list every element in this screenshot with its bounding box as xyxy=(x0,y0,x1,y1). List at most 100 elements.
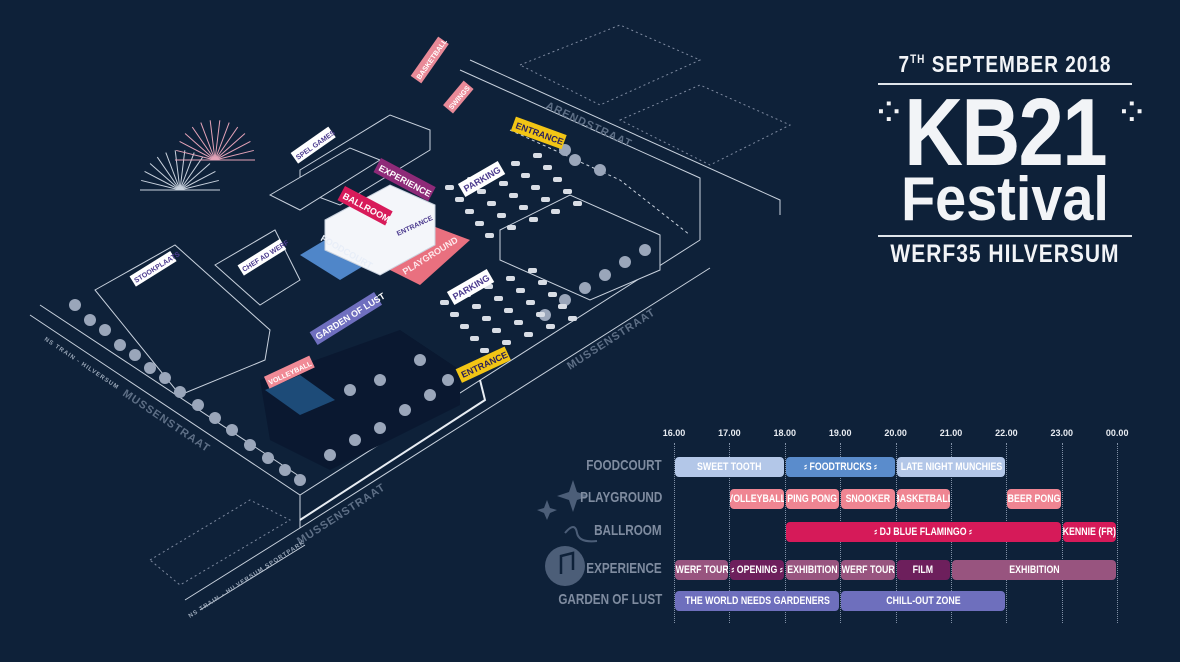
car-icon xyxy=(492,328,501,333)
date-month-year: SEPTEMBER 2018 xyxy=(931,52,1112,78)
divider xyxy=(878,235,1132,237)
time-label: 21.00 xyxy=(939,428,963,438)
firework-icon xyxy=(179,140,216,161)
tree-icon xyxy=(599,269,611,281)
schedule-event[interactable]: SNOOKER xyxy=(841,489,895,509)
car-icon xyxy=(533,153,542,158)
tree-icon xyxy=(344,384,356,396)
car-icon xyxy=(546,324,555,329)
schedule-event[interactable]: ⸗ DJ BLUE FLAMINGO ⸗ xyxy=(785,522,1061,542)
car-icon xyxy=(548,292,557,297)
tree-icon xyxy=(579,282,591,294)
tree-icon xyxy=(349,434,361,446)
car-icon xyxy=(499,181,508,186)
logo-festival: Festival xyxy=(901,165,1109,234)
schedule-event[interactable]: LATE NIGHT MUNCHIES xyxy=(896,457,1006,477)
firework-icon xyxy=(214,133,246,161)
schedule-event[interactable]: CHILL-OUT ZONE xyxy=(841,591,1006,611)
schedule-event[interactable]: SWEET TOOTH xyxy=(675,457,784,477)
time-gridline xyxy=(674,443,675,623)
schedule-event[interactable]: WERF TOUR xyxy=(841,560,895,580)
tree-icon xyxy=(209,412,221,424)
festival-date: 7TH SEPTEMBER 2018 xyxy=(870,53,1140,79)
time-label: 23.00 xyxy=(1050,428,1074,438)
stage-label: FOODCOURT xyxy=(586,457,662,474)
car-icon xyxy=(487,201,496,206)
firework-icon xyxy=(214,149,254,161)
car-icon xyxy=(536,312,545,317)
schedule-event[interactable]: VOLLEYBALL xyxy=(730,489,784,509)
time-label: 19.00 xyxy=(828,428,852,438)
time-label: 16.00 xyxy=(662,428,686,438)
car-icon xyxy=(519,205,528,210)
car-icon xyxy=(497,213,506,218)
time-label: 20.00 xyxy=(884,428,907,438)
schedule-event[interactable]: THE WORLD NEEDS GARDENERS xyxy=(675,591,840,611)
tree-icon xyxy=(174,386,186,398)
firework-icon xyxy=(179,150,186,191)
tree-icon xyxy=(559,294,571,306)
car-icon xyxy=(563,189,572,194)
tree-icon xyxy=(374,374,386,386)
schedule-event[interactable]: PING PONG xyxy=(785,489,840,509)
parked-cars xyxy=(440,153,582,353)
stage-label: GARDEN OF LUST xyxy=(557,591,662,608)
car-icon xyxy=(531,185,540,190)
schedule-event[interactable]: ⸗ FOODTRUCKS ⸗ xyxy=(785,457,895,477)
tree-icon xyxy=(594,164,606,176)
firework-icon xyxy=(176,149,216,161)
schedule-event[interactable]: FILM xyxy=(896,560,950,580)
time-gridline xyxy=(729,443,731,623)
stage-label: EXPERIENCE xyxy=(586,560,662,577)
firework-icon xyxy=(179,152,195,191)
firework-icon xyxy=(179,170,216,191)
tree-icon xyxy=(192,399,204,411)
festival-map: BASKETBALL SWINGS SPEL GAMES EXPERIENCE … xyxy=(29,24,792,620)
firework-icon xyxy=(174,150,181,191)
tree-icon xyxy=(159,372,171,384)
firework-icon xyxy=(209,120,216,161)
tree-icon xyxy=(399,404,411,416)
car-icon xyxy=(475,221,484,226)
car-icon xyxy=(502,340,511,345)
schedule-event[interactable]: EXHIBITION xyxy=(952,560,1117,580)
car-icon xyxy=(450,312,459,317)
car-icon xyxy=(455,197,464,202)
tree-icon xyxy=(294,474,306,486)
car-icon xyxy=(507,225,516,230)
car-icon xyxy=(470,336,479,341)
stage-label: PLAYGROUND xyxy=(579,489,662,506)
fireworks xyxy=(140,120,255,191)
stars-music-icon xyxy=(537,480,598,586)
time-label: 18.00 xyxy=(773,428,797,438)
firework-icon xyxy=(214,126,239,161)
car-icon xyxy=(573,201,582,206)
schedule-event[interactable]: BASKETBALL xyxy=(896,489,950,509)
tree-icon xyxy=(279,464,291,476)
venue: WERF35 HILVERSUM xyxy=(890,240,1120,269)
car-icon xyxy=(460,324,469,329)
schedule-event[interactable]: WERF TOUR xyxy=(675,560,729,580)
firework-icon xyxy=(144,170,181,191)
schedule-event[interactable]: ⸗ OPENING ⸗ xyxy=(730,560,784,580)
car-icon xyxy=(482,316,491,321)
firework-icon xyxy=(214,140,251,161)
time-label: 22.00 xyxy=(995,428,1018,438)
car-icon xyxy=(543,165,552,170)
roads xyxy=(29,59,781,611)
firework-icon xyxy=(149,163,181,191)
tree-icon xyxy=(569,154,581,166)
tree-icon xyxy=(414,354,426,366)
schedule-event[interactable]: EXHIBITION xyxy=(785,560,840,580)
car-icon xyxy=(551,209,560,214)
schedule-event[interactable]: BEER PONG xyxy=(1007,489,1061,509)
firework-icon xyxy=(200,122,216,161)
car-icon xyxy=(553,177,562,182)
schedule-event[interactable]: KENNIE (FR) xyxy=(1062,522,1117,542)
trees xyxy=(69,144,651,486)
car-icon xyxy=(526,300,535,305)
tree-icon xyxy=(99,324,111,336)
firework-icon xyxy=(179,179,219,191)
logo-kb21: KB21 xyxy=(904,79,1108,186)
